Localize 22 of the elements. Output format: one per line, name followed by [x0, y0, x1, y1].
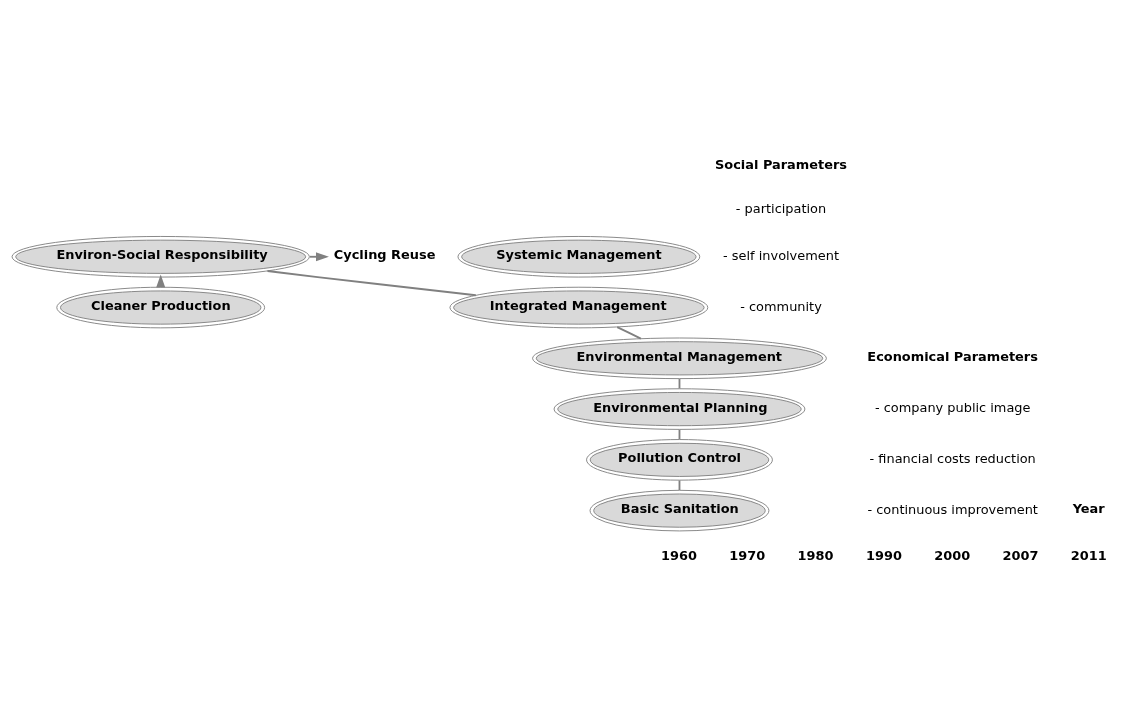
label: 1960	[661, 548, 697, 564]
label: 2011	[1070, 548, 1107, 564]
label: - self involvement	[723, 248, 839, 264]
label: - community	[740, 298, 822, 314]
connector	[266, 270, 477, 297]
node-text: Cycling Reuse	[333, 247, 436, 263]
label: Economical Parameters	[867, 348, 1038, 364]
node-ellipse: Basic Sanitation	[589, 489, 770, 532]
label: - participation	[735, 201, 827, 217]
arrow	[309, 252, 329, 262]
label: Year	[1072, 501, 1105, 517]
label: Social Parameters	[715, 156, 847, 172]
label: - company public image	[874, 400, 1031, 416]
label: 1980	[797, 548, 834, 564]
label: 2000	[934, 548, 971, 564]
node-ellipse: Integrated Management	[449, 286, 709, 329]
label: 2007	[1002, 548, 1039, 564]
connector	[616, 326, 642, 340]
label: 1990	[865, 548, 902, 564]
label: 1970	[729, 548, 766, 564]
label: - continuous improvement	[867, 502, 1038, 518]
label: - financial costs reduction	[869, 451, 1036, 467]
